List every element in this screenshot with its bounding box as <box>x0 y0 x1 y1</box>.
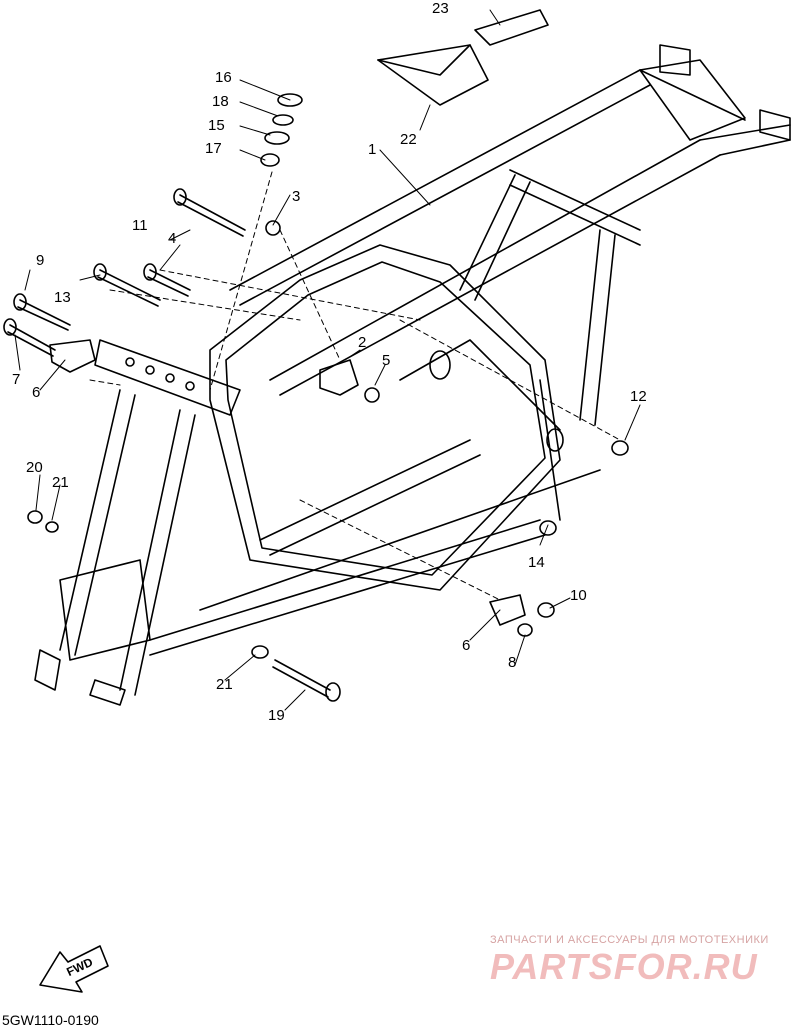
callout-14: 14 <box>528 554 545 571</box>
nuts-and-washers <box>27 93 629 659</box>
callout-22: 22 <box>400 131 417 148</box>
leader-lines <box>89 171 621 601</box>
callout-8: 8 <box>508 654 517 671</box>
callout-13: 13 <box>54 289 71 306</box>
callout-5: 5 <box>382 352 391 369</box>
callout-17: 17 <box>205 140 222 157</box>
watermark-tagline: ЗАПЧАСТИ И АКСЕССУАРЫ ДЛЯ МОТОТЕХНИКИ <box>490 934 769 946</box>
rear-upright <box>539 229 616 521</box>
callout-21-left: 21 <box>52 474 69 491</box>
fwd-arrow-icon <box>39 945 109 993</box>
callout-4: 4 <box>168 230 177 247</box>
callout-10: 10 <box>570 587 587 604</box>
leader-lines-solid <box>14 9 641 711</box>
callout-23: 23 <box>432 0 449 17</box>
callout-21-bottom: 21 <box>216 676 233 693</box>
upper-frame-rail <box>229 44 791 396</box>
front-hoop <box>209 244 564 591</box>
callout-20: 20 <box>26 459 43 476</box>
callout-6-left: 6 <box>32 384 41 401</box>
callout-7: 7 <box>12 371 21 388</box>
callout-9: 9 <box>36 252 45 269</box>
callout-12: 12 <box>630 388 647 405</box>
callout-18: 18 <box>212 93 229 110</box>
diagram-code: 5GW1110-0190 <box>2 1012 99 1028</box>
brackets <box>49 9 549 626</box>
callout-15: 15 <box>208 117 225 134</box>
callout-16: 16 <box>215 69 232 86</box>
callout-2: 2 <box>358 334 367 351</box>
front-cross-plate <box>94 339 241 416</box>
callout-11: 11 <box>132 217 148 234</box>
lower-frame-rail <box>34 389 601 706</box>
bolts <box>3 188 341 702</box>
callout-1: 1 <box>368 141 377 158</box>
callout-19: 19 <box>268 707 285 724</box>
callout-3: 3 <box>292 188 301 205</box>
callout-6-right: 6 <box>462 637 471 654</box>
watermark-brand-logo: PARTSFOR.RU <box>490 946 758 987</box>
